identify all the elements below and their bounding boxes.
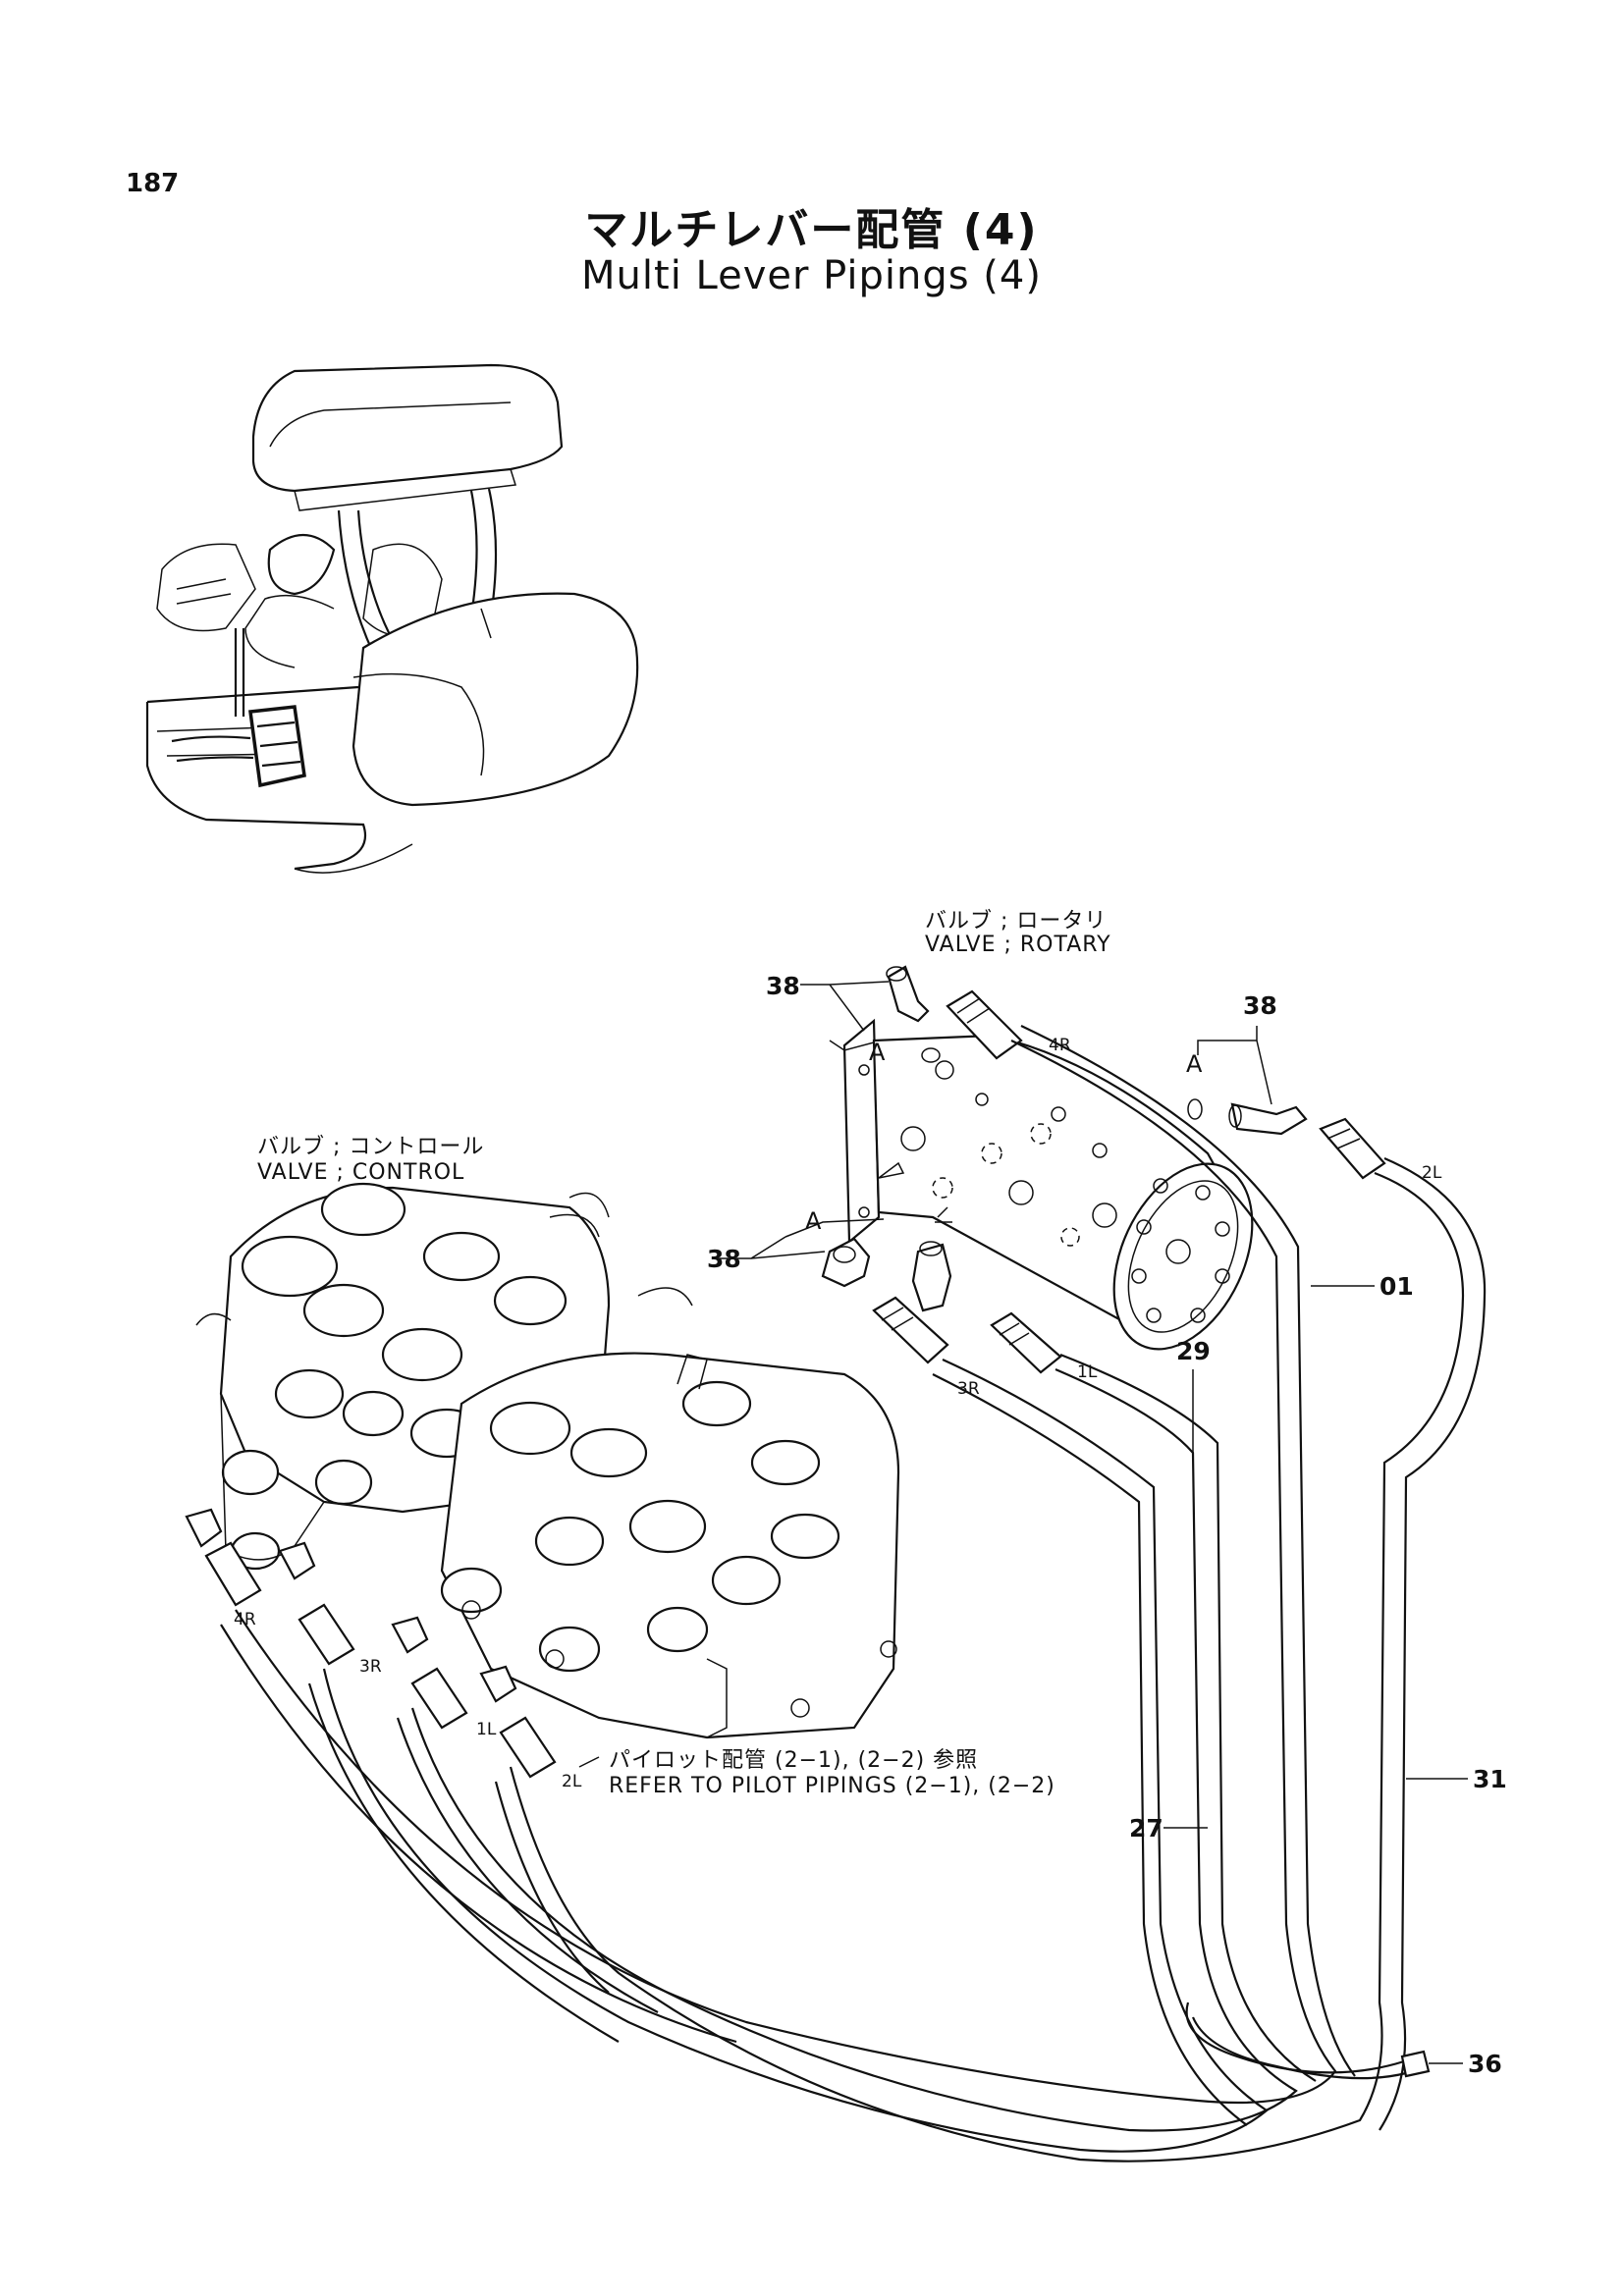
valve-control-label-english: VALVE ; CONTROL bbox=[257, 1160, 465, 1185]
callout-36: 36 bbox=[1468, 2050, 1502, 2078]
callout-38-left: 38 bbox=[707, 1245, 741, 1273]
section-mark-a-top-left: A bbox=[869, 1039, 887, 1066]
callout-27: 27 bbox=[1129, 1814, 1163, 1842]
callout-31: 31 bbox=[1473, 1765, 1507, 1793]
callout-01: 01 bbox=[1380, 1272, 1414, 1301]
section-mark-a-left: A bbox=[805, 1207, 823, 1235]
control-valve-drawing bbox=[195, 1182, 900, 1739]
hose-routing bbox=[220, 1025, 1487, 2163]
port-label-rotary-4r: 4R bbox=[1049, 1036, 1071, 1055]
page-title-english: Multi Lever Pipings (4) bbox=[581, 253, 1042, 298]
port-label-control-2l: 2L bbox=[562, 1772, 582, 1791]
machine-overview-illustration bbox=[145, 363, 639, 874]
refer-note-japanese: パイロット配管 (2−1), (2−2) 参照 bbox=[609, 1748, 979, 1773]
section-mark-a-top-right: A bbox=[1186, 1050, 1204, 1078]
hose-ends-rotary bbox=[872, 989, 1386, 1374]
port-label-control-3r: 3R bbox=[359, 1657, 382, 1677]
refer-note-english: REFER TO PILOT PIPINGS (2−1), (2−2) bbox=[609, 1774, 1055, 1798]
port-label-rotary-2l: 2L bbox=[1422, 1163, 1442, 1183]
callout-38-top-right: 38 bbox=[1243, 991, 1277, 1020]
port-label-rotary-1l: 1L bbox=[1077, 1362, 1098, 1382]
page-title-japanese: マルチレバー配管 (4) bbox=[584, 205, 1039, 255]
callout-38-top-left: 38 bbox=[766, 972, 800, 1000]
rotary-valve-drawing bbox=[842, 1018, 1254, 1351]
elbow-fittings bbox=[821, 965, 1308, 1312]
port-label-rotary-3r: 3R bbox=[957, 1379, 980, 1399]
leader-lines bbox=[578, 981, 1468, 2064]
valve-control-label-japanese: バルブ ; コントロール bbox=[257, 1135, 485, 1159]
hose-ends-control bbox=[185, 1508, 557, 1779]
port-label-control-1l: 1L bbox=[476, 1720, 497, 1739]
callout-29: 29 bbox=[1176, 1337, 1211, 1365]
port-label-control-4r: 4R bbox=[234, 1610, 256, 1629]
valve-rotary-label-japanese: バルブ ; ロータリ bbox=[925, 909, 1108, 934]
hose-band bbox=[1185, 2002, 1431, 2080]
page-number: 187 bbox=[126, 169, 180, 198]
valve-rotary-label-english: VALVE ; ROTARY bbox=[925, 933, 1111, 957]
